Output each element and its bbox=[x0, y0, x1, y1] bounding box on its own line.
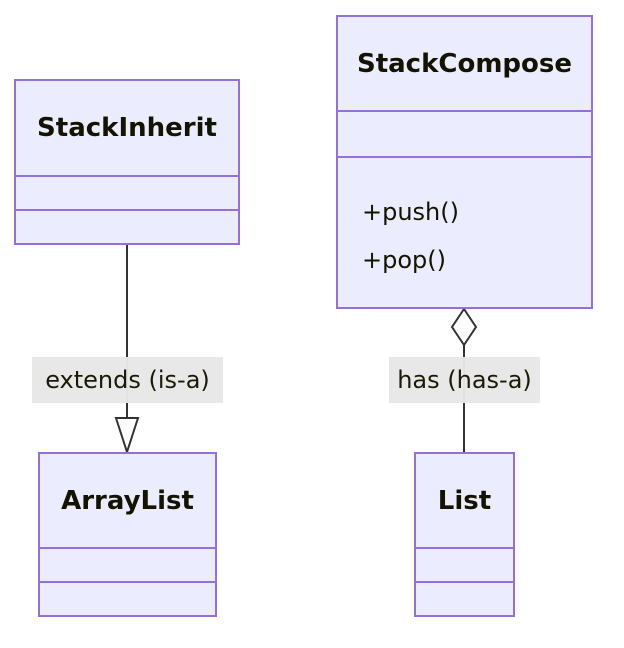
class-name: StackInherit bbox=[16, 81, 238, 177]
class-array-list[interactable]: ArrayList bbox=[38, 452, 217, 617]
methods-section bbox=[416, 583, 513, 615]
aggregation-diamond bbox=[450, 307, 478, 347]
methods-section bbox=[40, 583, 215, 615]
method-push: +push() bbox=[362, 198, 459, 226]
class-list[interactable]: List bbox=[414, 452, 515, 617]
class-name: StackCompose bbox=[338, 17, 591, 112]
method-pop: +pop() bbox=[362, 246, 446, 274]
attributes-section bbox=[16, 177, 238, 211]
class-name: List bbox=[416, 454, 513, 549]
attributes-section bbox=[416, 549, 513, 583]
class-stack-inherit[interactable]: StackInherit bbox=[14, 79, 240, 245]
class-name: ArrayList bbox=[40, 454, 215, 549]
attributes-section bbox=[40, 549, 215, 583]
inheritance-arrowhead bbox=[114, 417, 140, 456]
attributes-section bbox=[338, 112, 591, 158]
inheritance-edge-label: extends (is-a) bbox=[32, 357, 223, 403]
methods-section bbox=[16, 211, 238, 243]
aggregation-edge-label: has (has-a) bbox=[389, 357, 540, 403]
class-stack-compose[interactable]: StackCompose +push() +pop() bbox=[336, 15, 593, 309]
methods-section: +push() +pop() bbox=[338, 158, 591, 284]
